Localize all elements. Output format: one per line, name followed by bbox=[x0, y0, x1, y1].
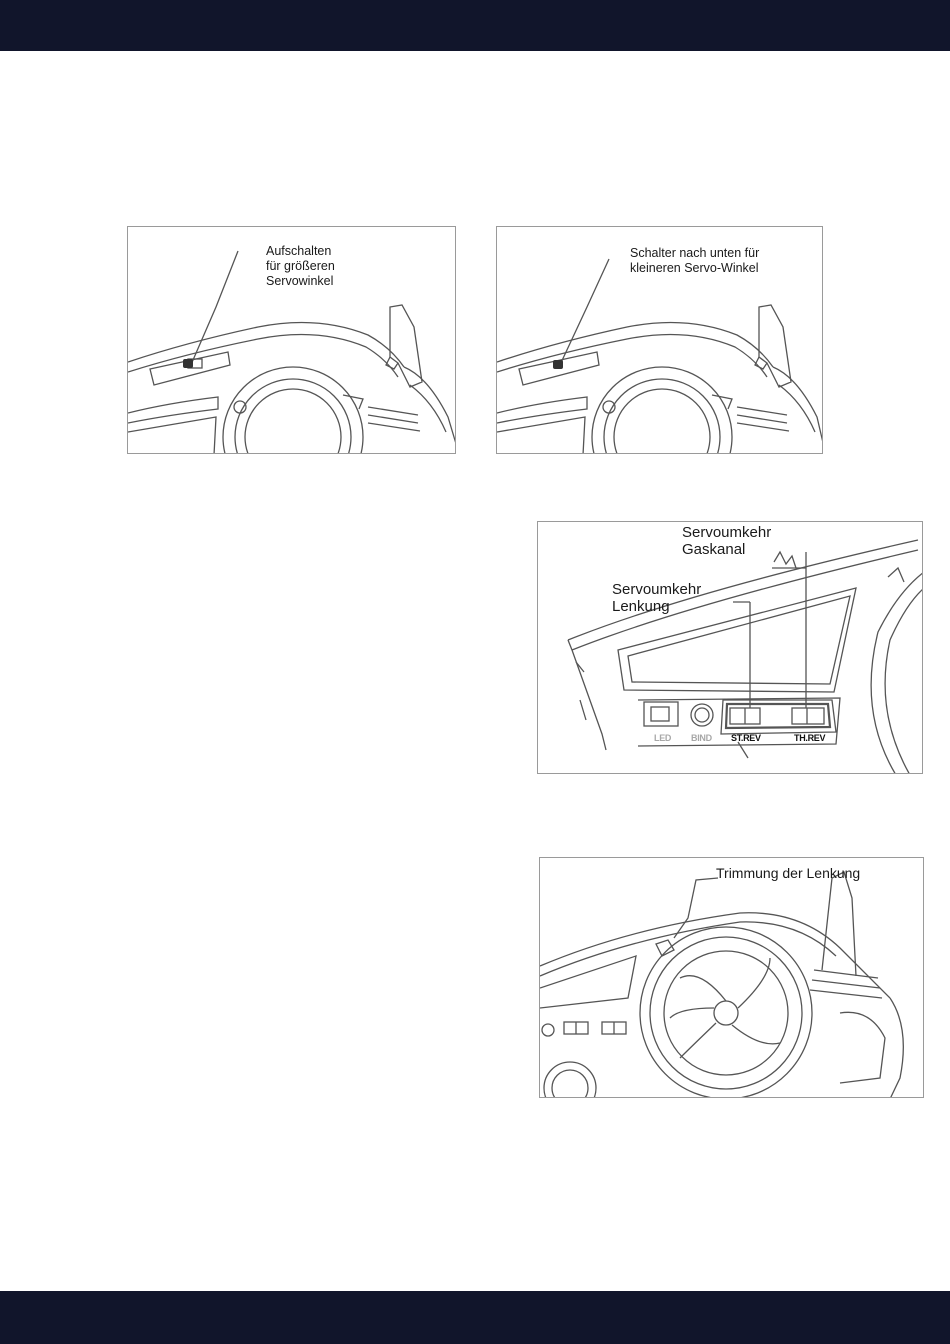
figure-steering-trim: Trimmung der Lenkung bbox=[539, 857, 924, 1098]
figure1-caption: Aufschalten für größeren Servowinkel bbox=[266, 244, 335, 289]
top-band bbox=[0, 0, 950, 51]
bottom-band bbox=[0, 1291, 950, 1344]
figure3-caption-steering: Servoumkehr Lenkung bbox=[612, 581, 701, 615]
label-st-rev: ST.REV bbox=[731, 733, 761, 743]
label-led: LED bbox=[654, 733, 671, 743]
figure4-caption: Trimmung der Lenkung bbox=[716, 865, 860, 881]
figure-servo-angle-up: Aufschalten für größeren Servowinkel bbox=[127, 226, 456, 454]
label-bind: BIND bbox=[691, 733, 712, 743]
transmitter-wheel-illustration bbox=[540, 858, 924, 1098]
figure-servo-reverse: Servoumkehr Gaskanal Servoumkehr Lenkung… bbox=[537, 521, 923, 774]
figure3-caption-throttle: Servoumkehr Gaskanal bbox=[682, 524, 771, 558]
figure2-caption: Schalter nach unten für kleineren Servo-… bbox=[630, 246, 759, 276]
label-th-rev: TH.REV bbox=[794, 733, 825, 743]
figure-servo-angle-down: Schalter nach unten für kleineren Servo-… bbox=[496, 226, 823, 454]
